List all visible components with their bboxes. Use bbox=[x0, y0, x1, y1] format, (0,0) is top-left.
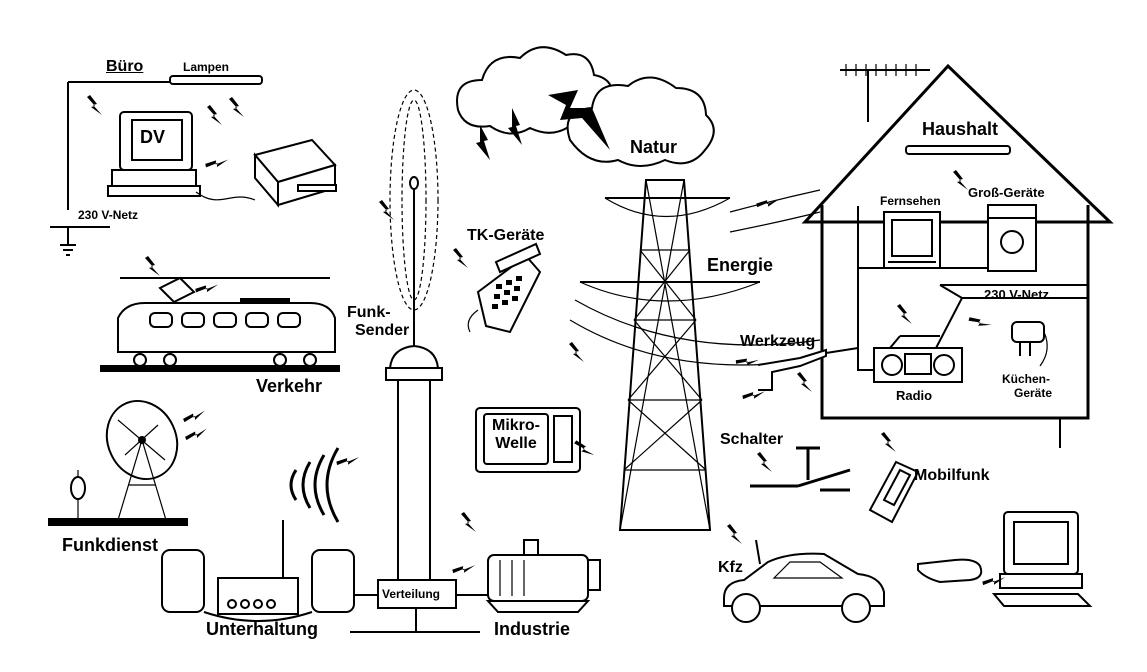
power-pylon-icon bbox=[620, 180, 710, 530]
label-funk-sender-1: Funk- bbox=[347, 305, 391, 322]
television-icon bbox=[884, 212, 940, 268]
label-buero: Büro bbox=[106, 59, 143, 76]
left-speaker-icon bbox=[162, 550, 204, 612]
label-energie: Energie bbox=[707, 256, 773, 275]
label-welle: Welle bbox=[486, 436, 546, 453]
washing-machine-icon bbox=[988, 205, 1036, 271]
label-radio: Radio bbox=[896, 389, 932, 403]
industry-group bbox=[488, 540, 600, 612]
label-netz-buero: 230 V-Netz bbox=[78, 209, 138, 222]
label-lampen: Lampen bbox=[183, 61, 229, 74]
switch-group bbox=[750, 448, 850, 490]
label-natur: Natur bbox=[630, 138, 677, 157]
label-funk-sender-2: Sender bbox=[355, 323, 409, 340]
label-industrie: Industrie bbox=[494, 620, 570, 639]
office-group bbox=[50, 76, 336, 255]
label-gross-geraete: Groß-Geräte bbox=[968, 186, 1045, 200]
keyboard-icon bbox=[994, 594, 1090, 606]
electric-motor-icon bbox=[488, 555, 588, 601]
power-pylon-group bbox=[569, 180, 820, 530]
label-schalter: Schalter bbox=[720, 432, 783, 449]
label-verkehr: Verkehr bbox=[256, 377, 322, 396]
pantograph-icon bbox=[160, 278, 194, 302]
label-funkdienst: Funkdienst bbox=[62, 536, 158, 555]
car-group bbox=[724, 524, 884, 622]
entertainment-group bbox=[162, 448, 359, 621]
label-tk-geraete: TK-Geräte bbox=[467, 228, 544, 245]
label-kfz: Kfz bbox=[718, 560, 743, 577]
hand-icon bbox=[918, 560, 981, 582]
label-mobilfunk: Mobilfunk bbox=[914, 468, 990, 485]
mobile-phone-group bbox=[870, 432, 918, 522]
label-kuechen-2: Geräte bbox=[1014, 387, 1052, 400]
office-computer-icon bbox=[108, 112, 200, 196]
telephone-group bbox=[453, 244, 540, 332]
house-lamp-icon bbox=[906, 146, 1010, 154]
label-verteilung: Verteilung bbox=[382, 588, 440, 601]
label-mikro: Mikro- bbox=[486, 418, 546, 435]
radio-tower-icon bbox=[390, 346, 438, 368]
power-tool-group bbox=[734, 348, 858, 405]
kitchen-mixer-icon bbox=[1012, 322, 1047, 366]
right-speaker-icon bbox=[312, 550, 354, 612]
label-kuechen-1: Küchen- bbox=[1002, 373, 1050, 386]
power-drill-icon bbox=[758, 350, 826, 390]
workstation-group bbox=[918, 512, 1090, 606]
office-lamp-icon bbox=[170, 76, 262, 84]
label-haushalt: Haushalt bbox=[922, 120, 998, 139]
label-netz-haus: 230 V-Netz bbox=[984, 288, 1049, 302]
label-unterhaltung: Unterhaltung bbox=[206, 620, 318, 639]
radio-icon bbox=[874, 336, 962, 382]
label-fernsehen: Fernsehen bbox=[880, 195, 941, 208]
label-dv: DV bbox=[140, 128, 165, 147]
satellite-dish-group bbox=[48, 389, 207, 526]
train-group bbox=[100, 256, 340, 372]
radio-tower-group bbox=[350, 90, 490, 632]
office-printer-icon bbox=[255, 140, 336, 205]
label-werkzeug: Werkzeug bbox=[740, 334, 815, 351]
